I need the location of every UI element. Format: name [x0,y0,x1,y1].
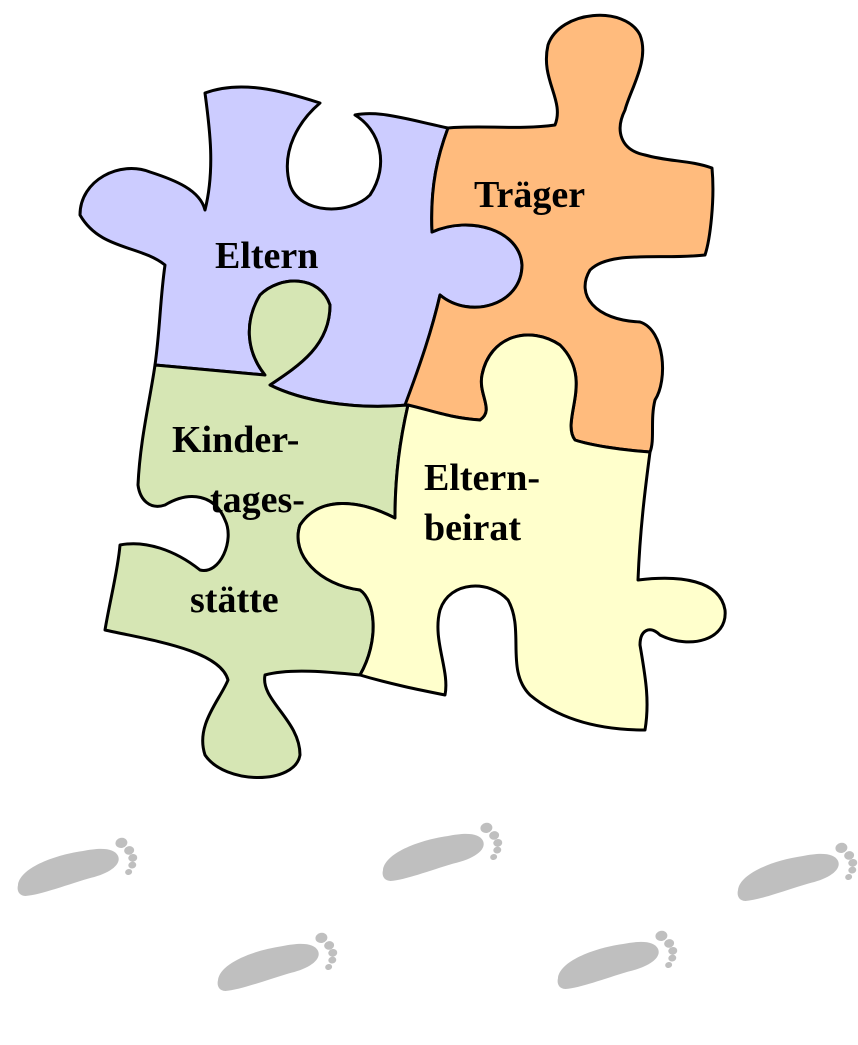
puzzle-piece-beirat [296,333,727,732]
footprint-icon [217,932,338,991]
label-beirat-line2: beirat [424,507,521,549]
footprint-icon [382,822,503,881]
footprint-icon [737,842,858,901]
puzzle-piece-kita [103,279,410,779]
puzzle-piece-traeger [403,13,715,454]
label-traeger: Träger [474,174,585,216]
label-eltern: Eltern [215,235,318,277]
label-kita-line1: Kinder- [172,419,299,461]
label-kita-line3: stätte [190,579,279,621]
footprint-icon [17,837,138,896]
label-kita-line2: tages- [210,479,305,521]
footprint-icon [557,930,678,989]
label-beirat-line1: Eltern- [424,457,540,499]
